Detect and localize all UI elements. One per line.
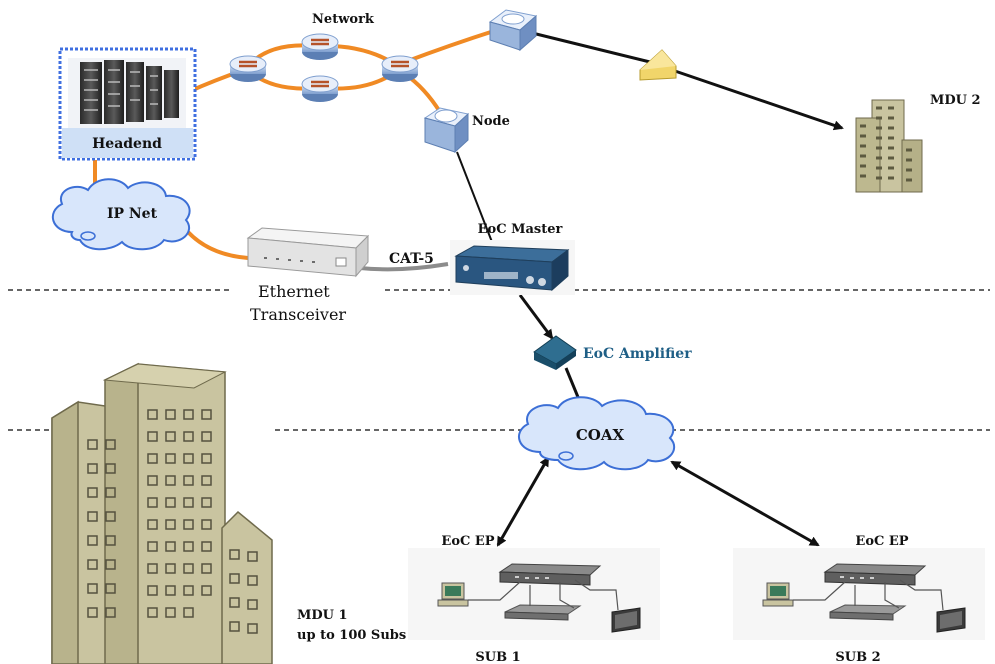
headend-label: Headend xyxy=(92,136,162,152)
mdu1-label-line2: up to 100 Subs xyxy=(297,628,406,643)
ethernet-transceiver-label-line2: Transceiver xyxy=(250,305,346,324)
modem-icon xyxy=(504,604,582,621)
computer-icon xyxy=(762,582,794,607)
amplifier-icon xyxy=(533,335,577,370)
modem-icon xyxy=(829,604,907,621)
computer-icon xyxy=(437,582,469,607)
link-master-amplifier xyxy=(518,294,554,340)
ethernet-transceiver: Ethernet Transceiver xyxy=(246,227,370,324)
coax-link-node-master xyxy=(456,151,493,243)
ip-net-label: IP Net xyxy=(107,206,158,222)
router-icon xyxy=(488,9,538,52)
tap-icon xyxy=(639,49,677,81)
fiber-link xyxy=(404,28,498,64)
tv-icon xyxy=(611,607,641,633)
headend-label-bg xyxy=(62,128,193,158)
cat5-link xyxy=(359,262,449,272)
eoc-amplifier-label: EoC Amplifier xyxy=(583,346,692,362)
eoc-master: EoC Master xyxy=(450,222,575,295)
router-icon xyxy=(380,54,420,84)
network-label: Network xyxy=(312,12,375,27)
cat5-label: CAT-5 xyxy=(389,251,434,267)
link-tap-mdu2 xyxy=(671,68,844,131)
server-rack-icon xyxy=(68,58,186,128)
headend: Headend xyxy=(58,47,197,161)
mdu2: MDU 2 xyxy=(855,93,981,193)
link-coax-sub1 xyxy=(496,456,550,547)
link-coax-sub2 xyxy=(670,460,820,547)
router-icon xyxy=(228,54,268,84)
mdu1: MDU 1 up to 100 Subs xyxy=(51,362,406,664)
modem-icon xyxy=(823,563,927,586)
modem-icon xyxy=(498,563,602,586)
router-icon xyxy=(300,74,340,104)
modem-icon xyxy=(450,240,575,295)
link-router-tap xyxy=(519,28,651,64)
sub2-cables xyxy=(793,579,944,611)
link-amplifier-coax xyxy=(564,367,582,403)
eoc-ep-1-label: EoC EP xyxy=(441,534,494,549)
cloud-icon xyxy=(517,396,676,471)
fiber-link xyxy=(186,230,249,260)
sub1-label: SUB 1 xyxy=(475,650,520,664)
ip-net: IP Net xyxy=(51,178,191,251)
network-routers xyxy=(228,32,420,104)
coax: COAX xyxy=(517,396,676,471)
building-icon xyxy=(51,362,273,664)
building-icon xyxy=(855,99,923,193)
coax-label: COAX xyxy=(576,426,625,444)
sub1-cables xyxy=(468,579,619,611)
eoc-master-label: EoC Master xyxy=(478,222,563,237)
sub1: EoC EP SUB 1 xyxy=(408,534,660,664)
node-label: Node xyxy=(472,114,510,129)
eoc-ep-2-label: EoC EP xyxy=(855,534,908,549)
sub2-label: SUB 2 xyxy=(835,650,880,664)
node: Node xyxy=(423,107,510,154)
router-icon xyxy=(423,107,470,154)
transceiver-icon xyxy=(246,227,370,278)
mdu2-label: MDU 2 xyxy=(930,93,981,108)
ethernet-transceiver-label-line1: Ethernet xyxy=(258,282,330,301)
tv-icon xyxy=(936,607,966,633)
mdu1-label-line1: MDU 1 xyxy=(297,608,348,623)
sub2: EoC EP SUB 2 xyxy=(733,534,985,664)
eoc-amplifier: EoC Amplifier xyxy=(533,335,692,370)
router-icon xyxy=(300,32,340,62)
